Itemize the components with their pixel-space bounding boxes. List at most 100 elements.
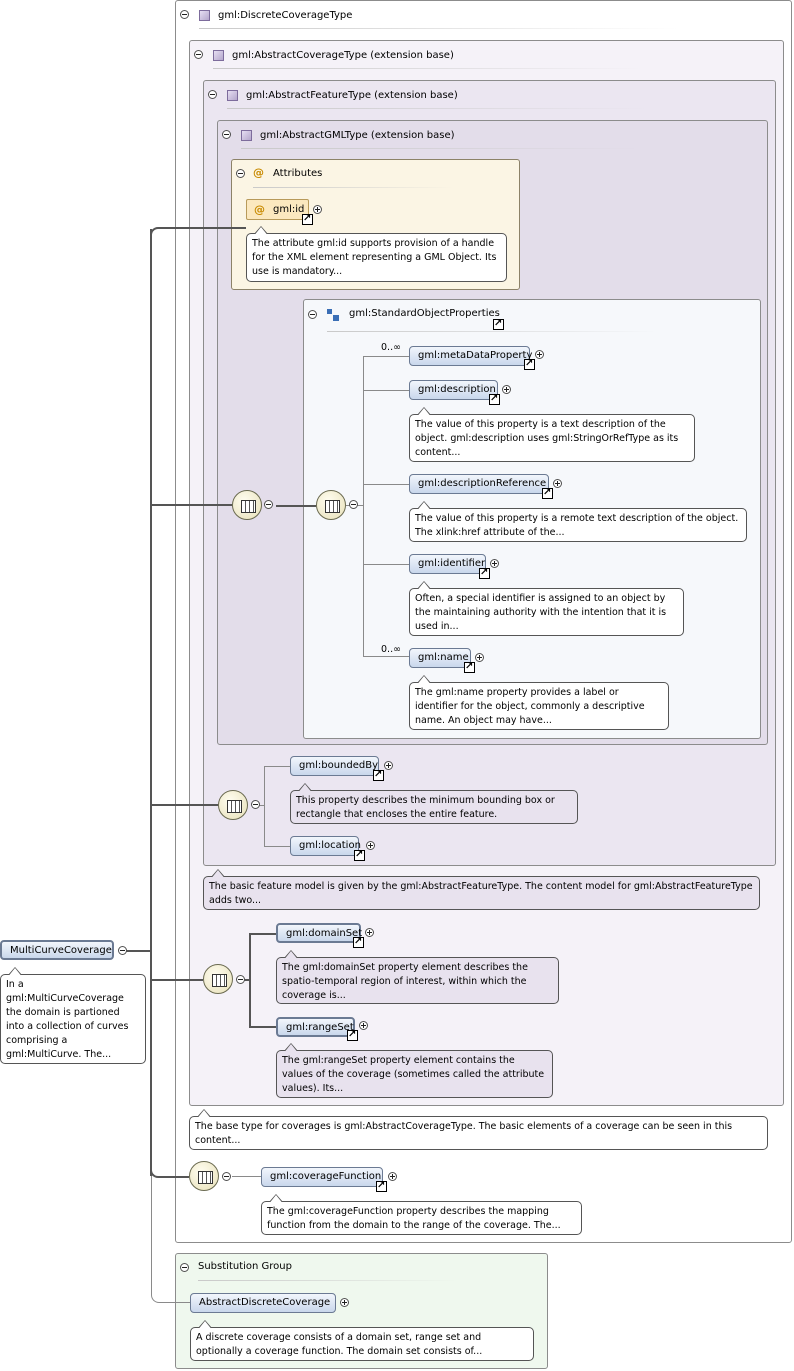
trunk-corner	[150, 227, 162, 239]
element-rangeset[interactable]: gml:rangeSet	[276, 1017, 355, 1037]
gml-id-doc: The attribute gml:id supports provision …	[246, 233, 507, 282]
expand-icon[interactable]	[502, 385, 511, 394]
expand-icon[interactable]	[359, 1021, 368, 1030]
sequence-branch-line	[264, 766, 290, 767]
sequence-compositor-icon[interactable]	[218, 790, 248, 820]
attributes-connector	[160, 227, 246, 229]
sequence-compositor-icon[interactable]	[189, 1161, 219, 1191]
sequence-branch-line	[240, 979, 250, 981]
name-doc: The gml:name property provides a label o…	[409, 682, 669, 730]
gml-id-label: gml:id	[273, 204, 305, 215]
gml-id-attribute[interactable]	[246, 199, 309, 220]
sequence-compositor-icon[interactable]	[203, 964, 233, 994]
collapse-compositor-icon[interactable]	[264, 500, 273, 509]
header-underline	[199, 28, 679, 29]
expand-icon[interactable]	[340, 1298, 349, 1307]
sequence-compositor-icon[interactable]	[232, 490, 262, 520]
element-boundedby[interactable]: gml:boundedBy	[290, 756, 379, 776]
element-domainset[interactable]: gml:domainSet	[276, 923, 362, 943]
description-doc: The value of this property is a text des…	[409, 414, 695, 462]
complex-type-icon	[241, 129, 252, 141]
attribute-at-icon: @	[254, 203, 265, 216]
collapse-feature-icon[interactable]	[208, 90, 217, 99]
reference-arrow-icon[interactable]	[489, 392, 500, 406]
header-underline	[253, 187, 453, 188]
sequence-branch-line	[363, 356, 364, 656]
expand-icon[interactable]	[475, 653, 484, 662]
reference-arrow-icon[interactable]	[524, 357, 535, 371]
substitution-doc: A discrete coverage consists of a domain…	[190, 1327, 534, 1361]
expand-icon[interactable]	[313, 205, 322, 214]
connector-line	[276, 505, 316, 507]
header-underline	[241, 148, 641, 149]
header-underline	[227, 108, 647, 109]
sequence-branch-line	[249, 933, 251, 1027]
coverage-type-label: gml:AbstractCoverageType (extension base…	[232, 49, 454, 61]
collapse-sop-icon[interactable]	[308, 310, 317, 319]
identifier-doc: Often, a special identifier is assigned …	[409, 588, 684, 636]
connector-line	[232, 1176, 261, 1177]
complex-type-icon	[199, 9, 210, 21]
sequence-compositor-icon[interactable]	[316, 490, 346, 520]
coverage-compositor-connector	[150, 979, 203, 981]
reference-arrow-icon[interactable]	[353, 935, 364, 949]
feature-type-label: gml:AbstractFeatureType (extension base)	[246, 89, 458, 101]
collapse-gml-icon[interactable]	[222, 130, 231, 139]
sequence-branch-line	[363, 356, 409, 357]
feature-compositor-connector	[150, 804, 218, 806]
header-underline	[198, 1280, 458, 1281]
substitution-connector	[160, 1302, 190, 1303]
reference-arrow-icon[interactable]	[302, 212, 313, 226]
gml-compositor-connector	[150, 504, 232, 506]
element-location[interactable]: gml:location	[290, 836, 361, 856]
reference-arrow-icon[interactable]	[479, 566, 490, 580]
collapse-substitution-icon[interactable]	[180, 1263, 189, 1272]
sop-title: gml:StandardObjectProperties	[349, 308, 500, 319]
element-identifier[interactable]: gml:identifier	[409, 554, 486, 574]
reference-arrow-icon[interactable]	[493, 317, 504, 331]
sequence-branch-line	[264, 766, 265, 846]
collapse-coverage-icon[interactable]	[194, 50, 203, 59]
rangeset-doc: The gml:rangeSet property element contai…	[276, 1050, 553, 1098]
element-metadataproperty[interactable]: gml:metaDataProperty	[409, 346, 532, 366]
collapse-compositor-icon[interactable]	[236, 975, 245, 984]
trunk-corner	[150, 1166, 162, 1178]
element-abstractdiscretecoverage[interactable]: AbstractDiscreteCoverage	[190, 1293, 336, 1313]
collapse-compositor-icon[interactable]	[251, 800, 260, 809]
collapse-compositor-icon[interactable]	[349, 500, 358, 509]
occurrence-label: 0..∞	[381, 342, 401, 353]
reference-arrow-icon[interactable]	[373, 768, 384, 782]
expand-icon[interactable]	[535, 350, 544, 359]
element-descriptionreference[interactable]: gml:descriptionReference	[409, 474, 549, 494]
discrete-type-label: gml:DiscreteCoverageType	[218, 9, 353, 21]
coveragefunction-doc: The gml:coverageFunction property descri…	[261, 1201, 582, 1235]
expand-icon[interactable]	[366, 841, 375, 850]
discrete-compositor-connector	[160, 1176, 189, 1178]
expand-icon[interactable]	[388, 1172, 397, 1181]
boundedby-doc: This property describes the minimum boun…	[290, 790, 578, 824]
reference-arrow-icon[interactable]	[542, 486, 553, 500]
root-doc: In a gml:MultiCurveCoverage the domain i…	[0, 974, 146, 1064]
element-coveragefunction[interactable]: gml:coverageFunction	[261, 1167, 383, 1187]
gml-type-label: gml:AbstractGMLType (extension base)	[260, 129, 455, 141]
description-reference-doc: The value of this property is a remote t…	[409, 508, 747, 542]
expand-icon[interactable]	[490, 559, 499, 568]
reference-arrow-icon[interactable]	[347, 1028, 358, 1042]
reference-arrow-icon[interactable]	[354, 848, 365, 862]
element-name[interactable]: gml:name	[409, 648, 471, 668]
substitution-corner	[151, 1290, 161, 1303]
group-icon	[327, 309, 339, 321]
collapse-root-icon[interactable]	[118, 946, 127, 955]
sequence-branch-line	[249, 933, 276, 935]
collapse-attributes-icon[interactable]	[236, 169, 245, 178]
sequence-branch-line	[264, 846, 290, 847]
element-description[interactable]: gml:description	[409, 380, 498, 400]
reference-arrow-icon[interactable]	[464, 660, 475, 674]
collapse-discrete-icon[interactable]	[180, 10, 189, 19]
expand-icon[interactable]	[553, 479, 562, 488]
expand-icon[interactable]	[365, 928, 374, 937]
expand-icon[interactable]	[384, 761, 393, 770]
root-element-multicurvecoverage[interactable]: MultiCurveCoverage	[0, 940, 114, 960]
reference-arrow-icon[interactable]	[376, 1179, 387, 1193]
collapse-compositor-icon[interactable]	[222, 1172, 231, 1181]
